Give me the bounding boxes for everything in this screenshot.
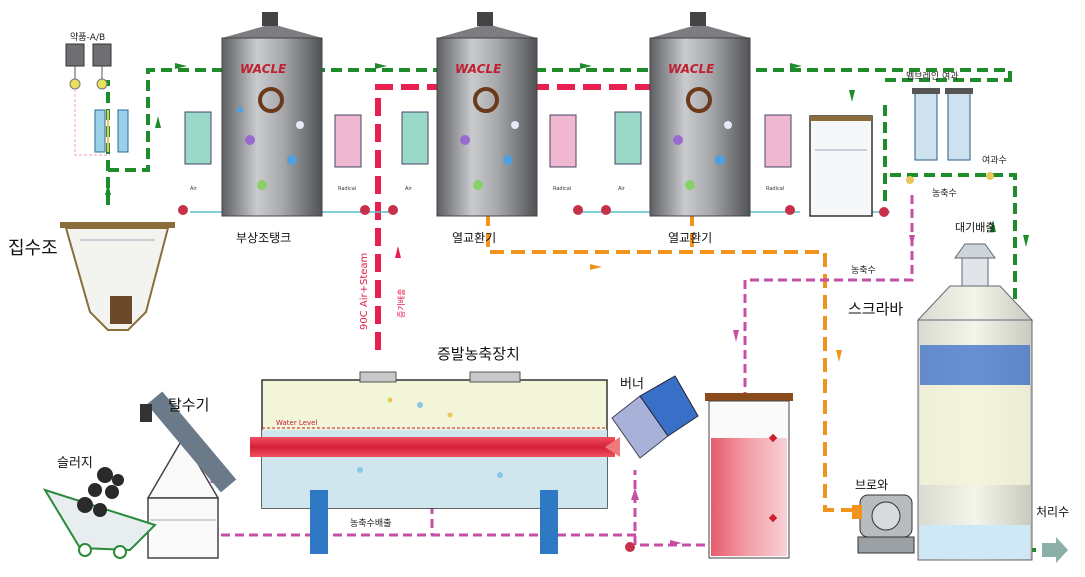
radical-label: Radical xyxy=(553,186,571,192)
steam-label: 90C Air+Steam xyxy=(359,253,370,330)
burner-label: 버너 xyxy=(620,377,644,392)
magenta-arrows xyxy=(631,235,915,546)
air-label: Air xyxy=(405,186,413,192)
radical-label: Radical xyxy=(338,186,356,192)
membrane-filters: 멤브레인 여과 여과수 농축수 xyxy=(906,70,1007,199)
flotation-tank: WACLE 부상조탱크 xyxy=(221,12,323,245)
dewatering-machine: 탈수기 xyxy=(140,391,237,559)
pumps xyxy=(178,205,889,552)
concentrate-tank xyxy=(705,393,793,559)
burner: 버너 xyxy=(611,375,699,459)
collection-tank-label: 집수조 xyxy=(8,238,58,259)
heat-exchanger-1-label: 열교환기 xyxy=(452,231,496,245)
exhaust-label: 대기배출 xyxy=(955,221,995,234)
membrane-label: 멤브레인 여과 xyxy=(906,70,959,82)
other-arrows xyxy=(395,246,842,362)
radical-label: Radical xyxy=(766,186,784,192)
sludge-label: 슬러지 xyxy=(57,456,93,471)
concentrate-drain-label: 농축수배출 xyxy=(350,518,391,529)
control-cabinets xyxy=(184,111,792,168)
air-label: Air xyxy=(618,186,626,192)
flotation-tank-label: 부상조탱크 xyxy=(236,231,291,245)
buffer-tank xyxy=(809,115,873,217)
evaporator: 증발농축장치 Water Level 농축수배출 xyxy=(250,345,620,554)
concentrate-mid-label: 농축수 xyxy=(851,265,876,276)
brand-logo: WACLE xyxy=(668,62,715,76)
blower: 브로와 xyxy=(852,478,915,554)
filtrate-label: 여과수 xyxy=(982,154,1007,166)
brand-logo: WACLE xyxy=(240,62,287,76)
treated-water-outlet: 처리수 xyxy=(1036,505,1069,563)
air-label: Air xyxy=(190,186,198,192)
vapor-exhaust-label: 증기배출 xyxy=(396,289,406,318)
water-level-label: Water Level xyxy=(276,419,317,427)
treated-water-label: 처리수 xyxy=(1036,505,1069,519)
red-steam-line xyxy=(375,84,700,350)
brand-logo: WACLE xyxy=(455,62,502,76)
concentrate-top-label: 농축수 xyxy=(932,188,957,199)
sludge-cart: 슬러지 xyxy=(42,456,157,559)
chemical-dosing: 약품-A/B xyxy=(65,31,129,156)
scrubber-tower: 대기배출 스크라바 농축수 xyxy=(848,221,1034,561)
blower-label: 브로와 xyxy=(855,478,888,492)
collection-tank: 집수조 xyxy=(8,222,175,331)
evaporator-label: 증발농축장치 xyxy=(437,345,520,363)
heat-exchanger-tank-2: WACLE 열교환기 xyxy=(649,12,751,245)
chemicals-label: 약품-A/B xyxy=(70,31,105,43)
heat-exchanger-tank-1: WACLE 열교환기 xyxy=(436,12,538,245)
heat-exchanger-2-label: 열교환기 xyxy=(668,231,712,245)
dewatering-label: 탈수기 xyxy=(168,396,209,414)
scrubber-label: 스크라바 xyxy=(848,300,903,318)
